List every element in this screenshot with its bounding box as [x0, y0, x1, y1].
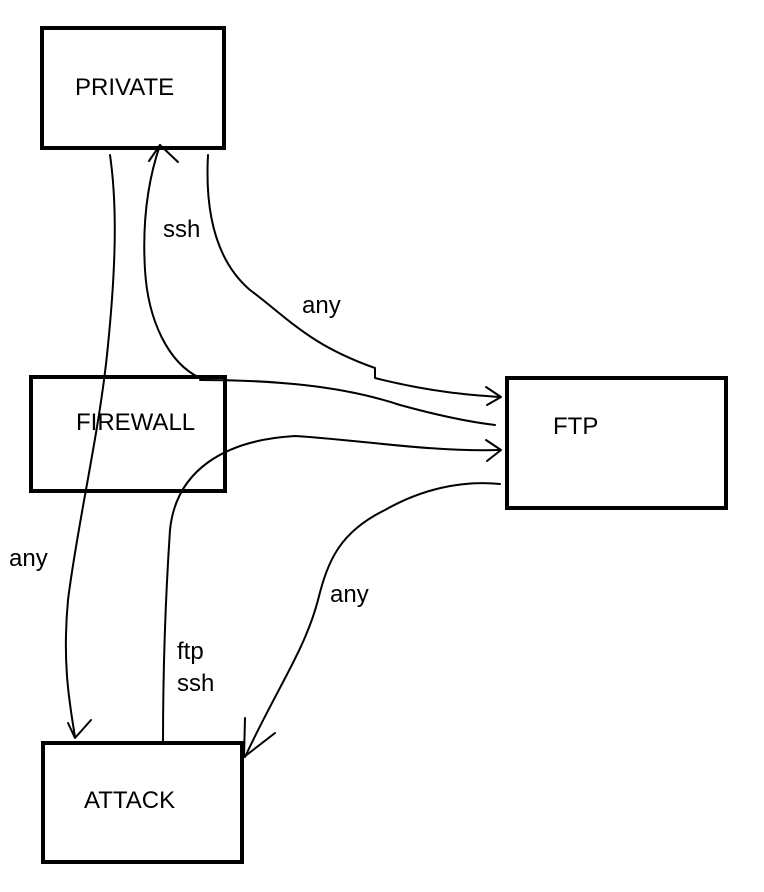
- node-attack-label: ATTACK: [84, 787, 175, 814]
- edge-attack-to-ftp-label-line-1: ftp: [177, 638, 204, 665]
- edge-attack-to-ftp: ftp ssh: [162, 435, 502, 744]
- edge-ftp-to-attack: any: [243, 482, 501, 758]
- edge-private-to-attack-path: [64, 154, 116, 738]
- edge-firewall-to-private-label: ssh: [163, 216, 200, 243]
- arrowhead-private-from-firewall: [148, 144, 179, 163]
- node-firewall-box: [29, 375, 227, 493]
- node-ftp-box: [505, 376, 728, 510]
- arrowhead-ftp-from-private: [485, 386, 502, 406]
- node-attack: ATTACK: [41, 741, 244, 864]
- node-firewall-label: FIREWALL: [76, 409, 195, 436]
- node-ftp-label: FTP: [553, 413, 598, 440]
- arrowhead-attack-from-ftp: [243, 717, 276, 758]
- edge-private-to-ftp-path: [206, 154, 501, 398]
- edge-private-to-ftp-label: any: [302, 292, 341, 319]
- edge-firewall-to-private-path: [143, 144, 201, 379]
- edge-ftp-to-attack-path: [244, 482, 501, 758]
- node-private-box: [40, 26, 226, 150]
- edge-ftp-to-attack-label: any: [330, 581, 369, 608]
- node-private-label: PRIVATE: [75, 74, 174, 101]
- edge-attack-to-ftp-path: [162, 435, 501, 744]
- edge-firewall-to-ftp-path: [199, 379, 496, 426]
- arrowhead-attack-from-private: [67, 719, 92, 739]
- node-ftp: FTP: [505, 376, 728, 510]
- edge-private-to-attack: any: [9, 154, 116, 739]
- node-firewall: FIREWALL: [29, 375, 227, 493]
- arrowhead-ftp-from-attack: [485, 439, 502, 462]
- edge-private-to-attack-label: any: [9, 545, 48, 572]
- edge-private-to-ftp: any: [206, 154, 502, 406]
- node-attack-box: [41, 741, 244, 864]
- node-private: PRIVATE: [40, 26, 226, 150]
- edge-attack-to-ftp-label-line-2: ssh: [177, 670, 214, 697]
- edge-firewall-to-ftp: [199, 379, 496, 426]
- edge-firewall-to-private: ssh: [143, 144, 201, 379]
